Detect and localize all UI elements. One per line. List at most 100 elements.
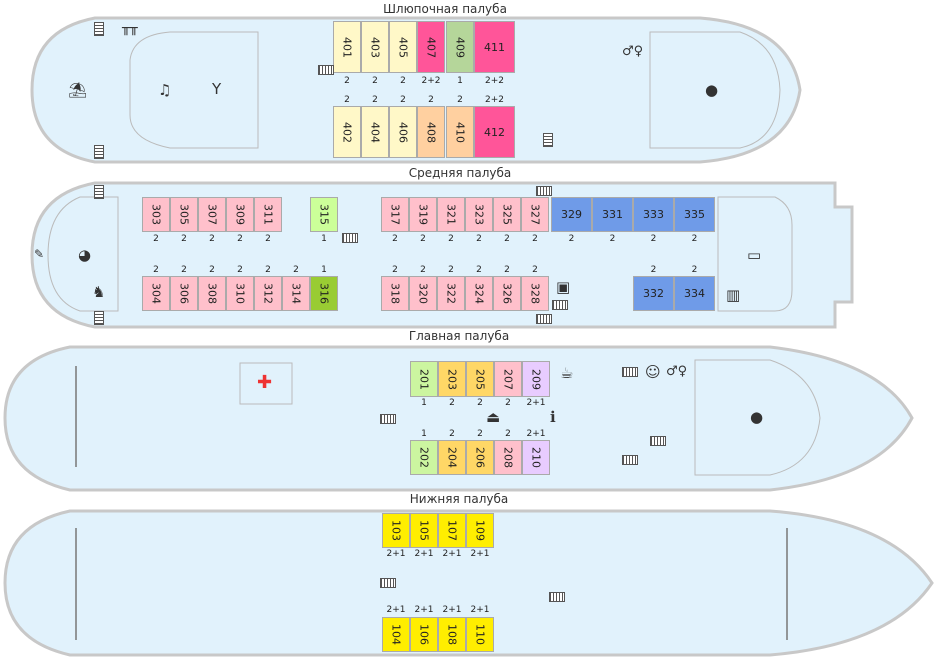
cabin-319[interactable]: 319 — [409, 197, 437, 232]
cabin-401[interactable]: 401 — [333, 21, 361, 73]
cabin-210[interactable]: 210 — [522, 440, 550, 475]
cabin-325[interactable]: 325 — [493, 197, 521, 232]
cabin-109[interactable]: 109 — [466, 513, 494, 548]
cabin-108[interactable]: 108 — [438, 617, 466, 652]
cabin-411[interactable]: 411 — [474, 21, 515, 73]
cabin-402[interactable]: 402 — [333, 106, 361, 158]
cabin-204[interactable]: 204 — [438, 440, 466, 475]
stairs-icon — [94, 311, 104, 325]
cabin-208[interactable]: 208 — [494, 440, 522, 475]
library-icon: ▥ — [726, 286, 741, 304]
cabin-324[interactable]: 324 — [465, 276, 493, 311]
cabin-number: 325 — [500, 204, 514, 225]
cabin-329[interactable]: 329 — [551, 197, 592, 232]
cabin-408[interactable]: 408 — [417, 106, 445, 158]
stairs-icon — [536, 314, 552, 324]
cabin-314[interactable]: 314 — [282, 276, 310, 311]
cabin-323[interactable]: 323 — [465, 197, 493, 232]
cabin-number: 204 — [445, 447, 459, 468]
cabin-316[interactable]: 316 — [310, 276, 338, 311]
cabin-331[interactable]: 331 — [592, 197, 633, 232]
cabin-320[interactable]: 320 — [409, 276, 437, 311]
cabin-333[interactable]: 333 — [633, 197, 674, 232]
cabin-capacity: 2 — [691, 265, 698, 275]
cabin-110[interactable]: 110 — [466, 617, 494, 652]
cabin-332[interactable]: 332 — [633, 276, 674, 311]
cabin-capacity: 2 — [449, 429, 455, 439]
cabin-capacity: 2 — [532, 234, 538, 244]
cabin-406[interactable]: 406 — [389, 106, 417, 158]
cabin-335[interactable]: 335 — [674, 197, 715, 232]
cabin-403[interactable]: 403 — [361, 21, 389, 73]
coffee-machine-icon: ▣ — [556, 278, 571, 296]
cabin-106[interactable]: 106 — [410, 617, 438, 652]
cabin-304[interactable]: 304 — [142, 276, 170, 311]
cabin-407[interactable]: 407 — [417, 21, 445, 73]
cabin-capacity: 2+2 — [485, 76, 504, 86]
cabin-321[interactable]: 321 — [437, 197, 465, 232]
cabin-312[interactable]: 312 — [254, 276, 282, 311]
cabin-326[interactable]: 326 — [493, 276, 521, 311]
cabin-305[interactable]: 305 — [170, 197, 198, 232]
cabin-409[interactable]: 409 — [446, 21, 474, 73]
salon-room — [717, 196, 793, 312]
cabin-308[interactable]: 308 — [198, 276, 226, 311]
stairs-icon — [94, 185, 104, 199]
cabin-322[interactable]: 322 — [437, 276, 465, 311]
cabin-207[interactable]: 207 — [494, 361, 522, 397]
cabin-capacity: 2 — [209, 234, 215, 244]
cabin-315[interactable]: 315 — [310, 197, 338, 232]
cabin-number: 210 — [529, 447, 543, 468]
cabin-318[interactable]: 318 — [381, 276, 409, 311]
cabin-capacity: 2 — [400, 76, 406, 86]
cabin-number: 104 — [389, 624, 403, 645]
stairs-icon — [622, 455, 638, 465]
info-icon: ℹ — [550, 408, 556, 426]
cabin-405[interactable]: 405 — [389, 21, 417, 73]
cabin-capacity: 2 — [568, 234, 575, 244]
cabin-capacity: 2 — [181, 265, 187, 275]
cabin-number: 303 — [149, 204, 163, 225]
cabin-206[interactable]: 206 — [466, 440, 494, 475]
stairs-icon — [94, 145, 104, 159]
cabin-number: 309 — [233, 204, 247, 225]
cabin-107[interactable]: 107 — [438, 513, 466, 548]
cabin-number: 201 — [417, 368, 431, 390]
cabin-202[interactable]: 202 — [410, 440, 438, 475]
cabin-311[interactable]: 311 — [254, 197, 282, 232]
cabin-327[interactable]: 327 — [521, 197, 549, 232]
cabin-capacity: 2 — [449, 398, 455, 408]
cabin-number: 308 — [205, 283, 219, 304]
cabin-104[interactable]: 104 — [382, 617, 410, 652]
cabin-328[interactable]: 328 — [521, 276, 549, 311]
cabin-404[interactable]: 404 — [361, 106, 389, 158]
cabin-capacity: 1 — [421, 429, 427, 439]
cabin-capacity: 2 — [504, 234, 510, 244]
cabin-number: 326 — [500, 283, 514, 304]
cabin-334[interactable]: 334 — [674, 276, 715, 311]
cabin-303[interactable]: 303 — [142, 197, 170, 232]
cabin-203[interactable]: 203 — [438, 361, 466, 397]
cabin-number: 205 — [473, 368, 487, 390]
cabin-306[interactable]: 306 — [170, 276, 198, 311]
restaurant-room-top — [649, 31, 781, 149]
cabin-capacity: 2 — [477, 398, 483, 408]
restaurant-room-main — [694, 359, 821, 476]
cabin-209[interactable]: 209 — [522, 361, 550, 397]
cabin-410[interactable]: 410 — [446, 106, 474, 158]
cabin-205[interactable]: 205 — [466, 361, 494, 397]
cabin-412[interactable]: 412 — [474, 106, 515, 158]
cabin-capacity: 2 — [477, 429, 483, 439]
cabin-201[interactable]: 201 — [410, 361, 438, 397]
cabin-105[interactable]: 105 — [410, 513, 438, 548]
lounge-room — [129, 31, 259, 149]
cabin-307[interactable]: 307 — [198, 197, 226, 232]
cabin-capacity: 2 — [344, 95, 350, 105]
cabin-103[interactable]: 103 — [382, 513, 410, 548]
cabin-310[interactable]: 310 — [226, 276, 254, 311]
cabin-309[interactable]: 309 — [226, 197, 254, 232]
cabin-317[interactable]: 317 — [381, 197, 409, 232]
kids-room — [47, 196, 119, 312]
cabin-number: 412 — [484, 125, 505, 139]
cabin-number: 405 — [396, 36, 410, 58]
